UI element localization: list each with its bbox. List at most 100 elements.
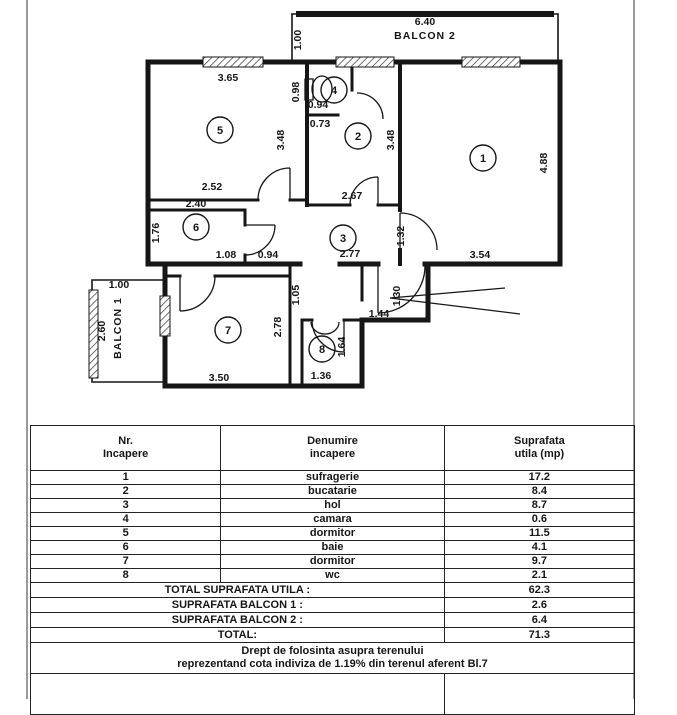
cell-denumire: dormitor [220,554,445,569]
cell-suprafata: 17.2 [443,470,636,485]
window-balcony1-rail [88,289,99,379]
room-1-number: 1 [480,153,486,165]
room-2-number: 2 [355,131,361,143]
total-value: 6.4 [443,612,636,628]
partial-cell-right [443,673,636,715]
dimension-label: 1.05 [290,285,302,306]
toilet-bowl [311,75,333,103]
total-label: TOTAL SUPRAFATA UTILA : [30,582,445,598]
dimension-label: 1.44 [369,308,390,320]
dimension-label: 2.77 [340,248,361,260]
header-line: incapere [309,448,356,460]
room4-door [356,92,384,120]
cell-denumire: camara [220,512,445,527]
cell-denumire: baie [220,540,445,555]
cell-nr: 5 [29,526,222,541]
room-8-circle [308,335,336,363]
cell-nr: 4 [29,512,222,527]
cell-denumire: bucatarie [220,484,445,499]
room7-door [179,275,216,312]
room-6-circle [182,213,210,241]
dimension-label: 1.32 [395,226,407,247]
partial-cell-left [30,673,445,715]
cell-denumire: hol [220,498,445,513]
land-rights-line2: reprezentand cota indiviza de 1.19% din … [177,658,488,670]
dimension-label: 2.60 [96,321,108,342]
window-balcony1-door [159,295,171,337]
table-header-row: Nr. Incapere Denumire incapere Suprafata… [29,425,636,471]
sheet-border-left [26,0,28,699]
total-row: TOTAL:71.3 [30,627,636,643]
dimension-label: 0.94 [308,99,329,111]
sheet-border-right [633,0,635,699]
room-8-number: 8 [319,344,325,356]
cell-suprafata: 0.6 [443,512,636,527]
dimension-label: 1.08 [216,249,237,261]
dimension-label: 3.50 [209,372,230,384]
land-rights-note: Drept de folosinta asupra terenului repr… [30,642,635,674]
room-5-number: 5 [217,125,223,137]
total-row: TOTAL SUPRAFATA UTILA :62.3 [30,582,636,598]
dimension-label: 3.54 [470,249,491,261]
dimension-label: 2.52 [202,181,223,193]
cell-suprafata: 9.7 [443,554,636,569]
total-label: SUPRAFATA BALCON 1 : [30,597,445,613]
header-nr-incapere: Nr. Incapere [29,425,222,471]
balcony-label: BALCON 1 [112,297,124,359]
cell-denumire: sufragerie [220,470,445,485]
wc-fixture [310,321,340,335]
dimension-label: 1.64 [336,337,348,358]
total-value: 2.6 [443,597,636,613]
total-value: 62.3 [443,582,636,598]
header-suprafata-utila: Suprafata utila (mp) [443,425,636,471]
dimension-label: 6.40 [415,16,436,28]
cell-suprafata: 11.5 [443,526,636,541]
windows [88,56,521,379]
balcony-label: BALCON 2 [394,30,456,42]
cell-suprafata: 8.4 [443,484,636,499]
cell-denumire: wc [220,568,445,583]
cell-nr: 8 [29,568,222,583]
total-row: SUPRAFATA BALCON 2 :6.4 [30,612,636,628]
cell-suprafata: 8.7 [443,498,636,513]
doors [179,92,438,353]
cell-nr: 1 [29,470,222,485]
total-label: TOTAL: [30,627,445,643]
room-4-circle [320,76,348,104]
entrance-door [377,265,426,314]
dimension-label: 0.98 [290,82,302,103]
cell-denumire: dormitor [220,526,445,541]
header-line: Nr. [118,435,133,448]
partial-bottom-row [30,673,636,715]
room-7-circle [214,316,242,344]
area-table: Nr. Incapere Denumire incapere Suprafata… [29,425,636,715]
dimension-label: 0.73 [310,118,331,130]
cell-nr: 2 [29,484,222,499]
total-label: SUPRAFATA BALCON 2 : [30,612,445,628]
dimension-label: 3.48 [385,130,397,151]
fixtures [304,75,340,335]
room1-door [399,212,438,251]
land-rights-row: Drept de folosinta asupra terenului repr… [30,642,635,674]
dimension-label: 2.40 [186,198,207,210]
header-line: Incapere [103,448,149,460]
room-4-number: 4 [331,85,338,97]
cell-suprafata: 4.1 [443,540,636,555]
room-7-number: 7 [225,325,231,337]
dimension-label: 3.65 [218,72,239,84]
room-2-circle [344,122,372,150]
cell-nr: 3 [29,498,222,513]
dimension-label: 4.88 [538,153,550,174]
toilet-tank [304,78,314,101]
room6-door [244,224,276,256]
room-5-circle [206,116,234,144]
entrance-arrow [389,287,521,315]
dimension-label: 1.00 [292,30,304,51]
